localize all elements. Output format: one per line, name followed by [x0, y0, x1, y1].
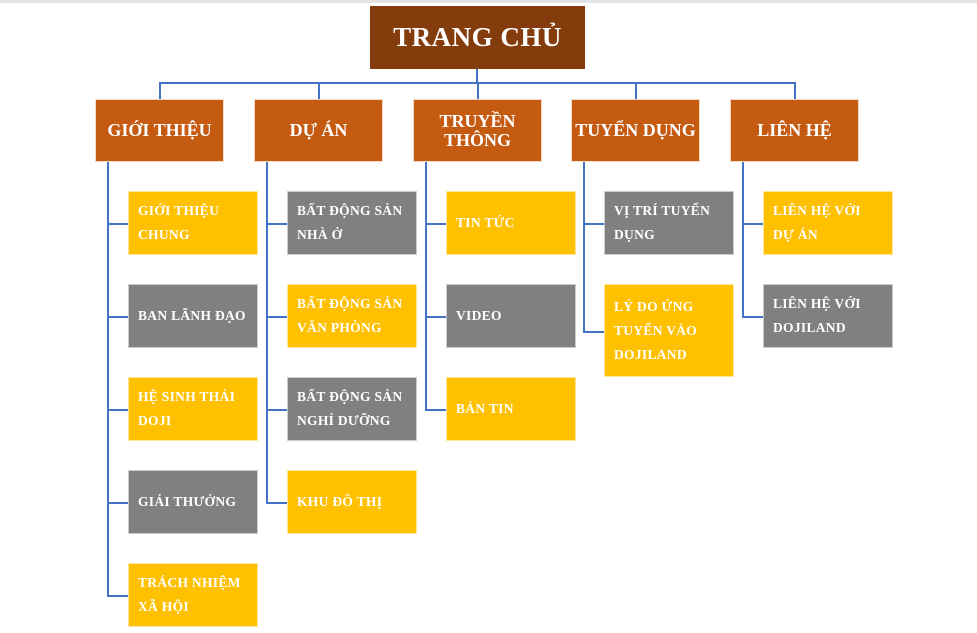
section-connector: [477, 83, 479, 99]
child-connector: [742, 223, 763, 225]
section-trunk-line: [583, 162, 585, 333]
section-node[interactable]: TUYỂN DỤNG: [571, 99, 700, 162]
child-connector: [107, 223, 128, 225]
child-connector: [107, 316, 128, 318]
root-node-trang-chu[interactable]: TRANG CHỦ: [370, 6, 585, 69]
section-trunk-line: [742, 162, 744, 318]
root-connector-vertical: [476, 69, 478, 83]
section-trunk-line: [266, 162, 268, 504]
child-connector: [425, 409, 446, 411]
child-connector: [583, 223, 604, 225]
child-node[interactable]: TRÁCH NHIỆM XÃ HỘI: [128, 563, 258, 627]
section-connector: [794, 83, 796, 99]
section-trunk-line: [425, 162, 427, 411]
child-node[interactable]: BẢN TIN: [446, 377, 576, 441]
section-connector: [159, 83, 161, 99]
child-node[interactable]: BAN LÃNH ĐẠO: [128, 284, 258, 348]
child-node[interactable]: LÝ DO ỨNG TUYỂN VÀO DOJILAND: [604, 284, 734, 377]
child-node[interactable]: BẤT ĐỘNG SẢN VĂN PHÒNG: [287, 284, 417, 348]
child-connector: [107, 502, 128, 504]
section-node[interactable]: LIÊN HỆ: [730, 99, 859, 162]
child-node[interactable]: LIÊN HỆ VỚI DOJILAND: [763, 284, 893, 348]
section-node[interactable]: DỰ ÁN: [254, 99, 383, 162]
child-connector: [266, 409, 287, 411]
section-connector: [318, 83, 320, 99]
child-connector: [583, 331, 604, 333]
section-trunk-line: [107, 162, 109, 597]
child-node[interactable]: BẤT ĐỘNG SẢN NHÀ Ở: [287, 191, 417, 255]
section-connector: [635, 83, 637, 99]
child-connector: [107, 409, 128, 411]
child-connector: [425, 316, 446, 318]
child-connector: [425, 223, 446, 225]
child-node[interactable]: GIẢI THƯỞNG: [128, 470, 258, 534]
child-connector: [107, 595, 128, 597]
child-connector: [742, 316, 763, 318]
section-node[interactable]: GIỚI THIỆU: [95, 99, 224, 162]
child-connector: [266, 223, 287, 225]
section-node[interactable]: TRUYỀN THÔNG: [413, 99, 542, 162]
child-connector: [266, 316, 287, 318]
child-node[interactable]: BẤT ĐỘNG SẢN NGHỈ DƯỠNG: [287, 377, 417, 441]
child-node[interactable]: LIÊN HỆ VỚI DỰ ÁN: [763, 191, 893, 255]
child-connector: [266, 502, 287, 504]
child-node[interactable]: TIN TỨC: [446, 191, 576, 255]
child-node[interactable]: KHU ĐÔ THỊ: [287, 470, 417, 534]
child-node[interactable]: HỆ SINH THÁI DOJI: [128, 377, 258, 441]
top-border: [0, 0, 977, 3]
child-node[interactable]: VIDEO: [446, 284, 576, 348]
child-node[interactable]: VỊ TRÍ TUYỂN DỤNG: [604, 191, 734, 255]
child-node[interactable]: GIỚI THIỆU CHUNG: [128, 191, 258, 255]
